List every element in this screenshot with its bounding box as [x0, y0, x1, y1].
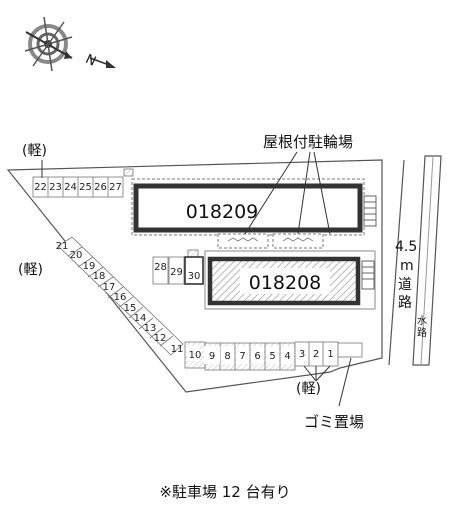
- top-row-slots: 22 23 24 25 26 27: [32, 176, 124, 198]
- slot-5: 5: [269, 351, 275, 362]
- slot-3: 3: [299, 349, 305, 360]
- bottom-row-slots: 10 9 8 7 6 5 4 3 2 1: [184, 341, 363, 371]
- diagonal-slots: 21 20 19 18 17 16 15 14 13 12 11: [56, 236, 184, 356]
- slot-14: 14: [134, 313, 147, 324]
- slot-10: 10: [189, 350, 202, 361]
- slot-27: 27: [109, 182, 122, 193]
- label-road-kanji-1: 道: [398, 277, 412, 293]
- compass: N: [24, 16, 116, 72]
- slot-17: 17: [103, 282, 116, 293]
- slot-4: 4: [284, 351, 290, 362]
- slot-23: 23: [49, 182, 62, 193]
- label-garbage: ゴミ置場: [304, 413, 364, 431]
- label-kei-bottom: (軽): [296, 381, 321, 397]
- slot-19: 19: [83, 261, 96, 272]
- bottom-leaders: [303, 357, 352, 407]
- slot-15: 15: [124, 303, 137, 314]
- slot-24: 24: [64, 182, 77, 193]
- bike-parking: [217, 233, 324, 249]
- slot-8: 8: [224, 351, 230, 362]
- label-bike-parking: 屋根付駐輪場: [263, 133, 353, 151]
- secondary-building-id: 018208: [249, 272, 322, 294]
- label-kei-top: (軽): [22, 143, 47, 159]
- slot-6: 6: [254, 351, 260, 362]
- slot-22: 22: [34, 182, 47, 193]
- slot-11: 11: [171, 344, 184, 355]
- slot-30: 30: [188, 271, 201, 282]
- label-road-width: 4.5: [395, 239, 417, 255]
- slot-29: 29: [170, 267, 183, 278]
- footer-note: ※駐車場 12 台有り: [159, 483, 290, 501]
- north-letter: N: [83, 52, 98, 70]
- slot-9: 9: [209, 351, 215, 362]
- slot-25: 25: [79, 182, 92, 193]
- slot-2: 2: [313, 349, 319, 360]
- slot-12: 12: [154, 333, 167, 344]
- slot-21: 21: [56, 241, 69, 252]
- label-kei-left: (軽): [18, 262, 43, 278]
- slot-18: 18: [93, 271, 106, 282]
- slot-7: 7: [239, 351, 245, 362]
- marker-top: [123, 168, 134, 177]
- bike-parking-leaders: [244, 151, 331, 235]
- label-waterway-2: 路: [417, 326, 427, 339]
- secondary-building-label-bg: [240, 268, 330, 294]
- main-building: [133, 183, 363, 233]
- label-road-kanji-2: 路: [398, 295, 412, 311]
- road-edge: [388, 159, 405, 366]
- slot-26: 26: [94, 182, 107, 193]
- secondary-stairs: [361, 260, 375, 290]
- secondary-building-lot: [204, 250, 376, 310]
- slot-28: 28: [154, 262, 167, 273]
- main-building-id: 018209: [186, 201, 259, 223]
- slot-13: 13: [144, 323, 157, 334]
- middle-slots: 28 29 30: [152, 256, 204, 285]
- label-road-unit: m: [400, 258, 414, 274]
- slot-16: 16: [114, 292, 127, 303]
- slot-20: 20: [70, 250, 83, 261]
- label-waterway-1: 水: [417, 315, 427, 327]
- slot-1: 1: [327, 349, 333, 360]
- main-stairs: [363, 195, 377, 227]
- marker-middle: [187, 249, 199, 258]
